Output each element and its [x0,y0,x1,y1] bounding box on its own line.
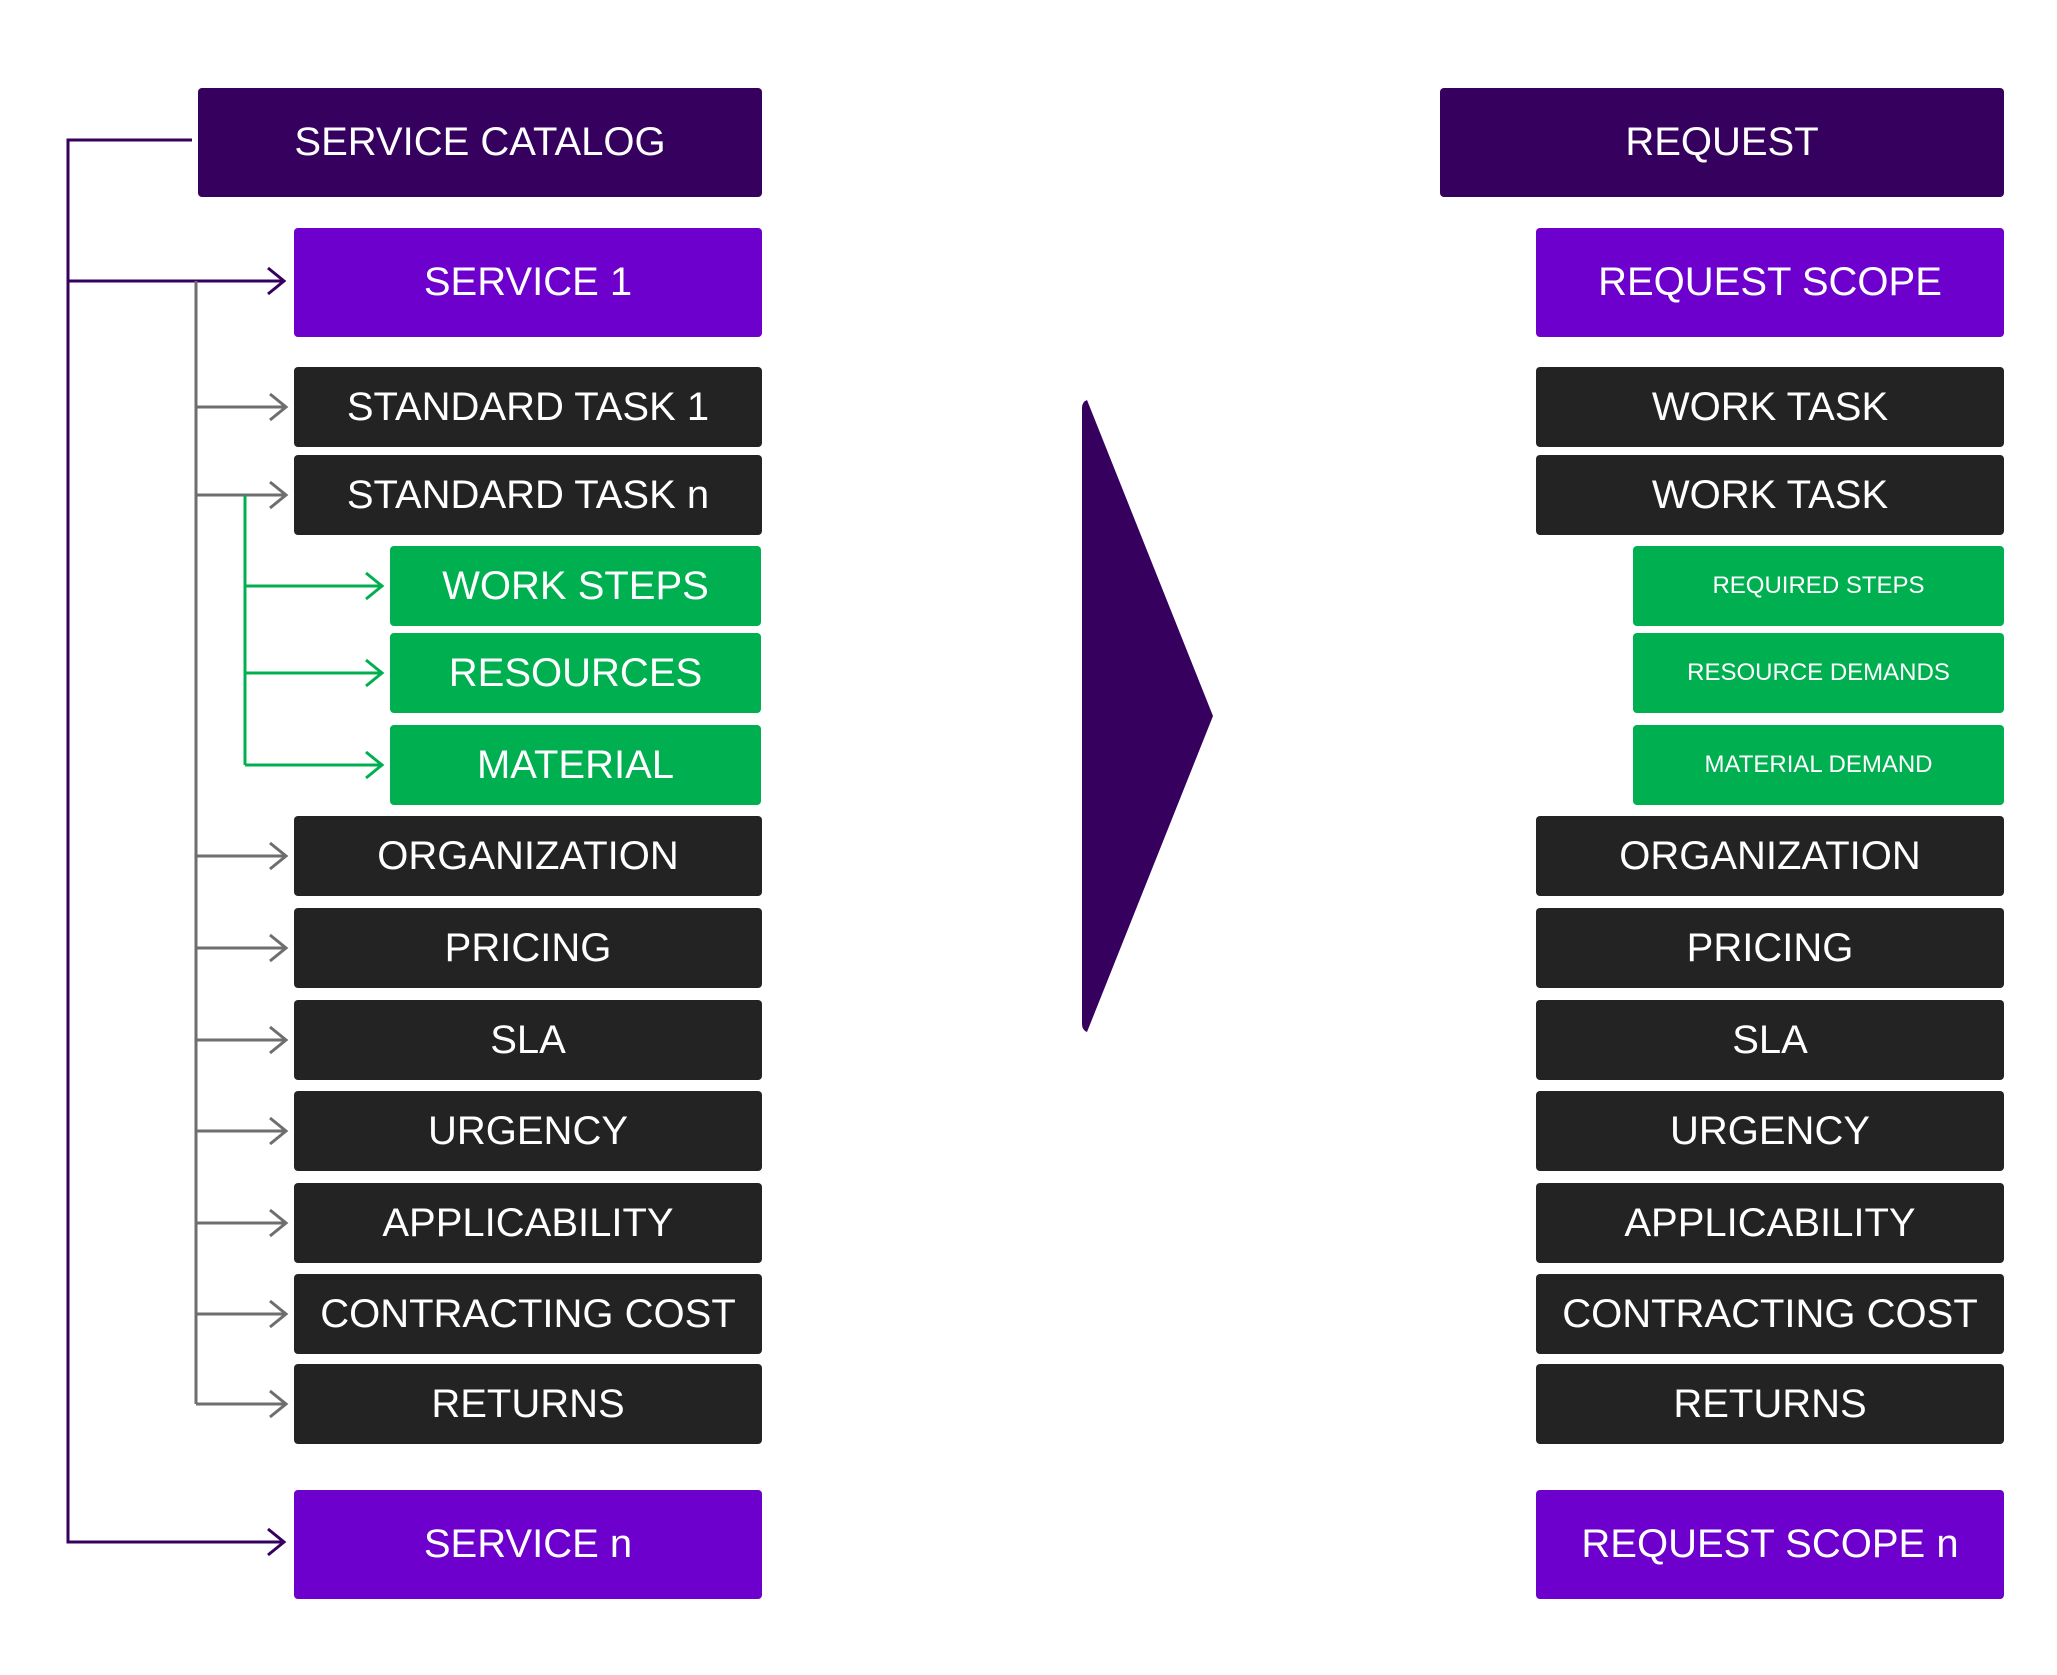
request-scope-box: REQUEST SCOPE [1536,228,2004,337]
request-scope-n-box: REQUEST SCOPE n [1536,1490,2004,1599]
standard-task-n-box: STANDARD TASK n [294,455,762,535]
required-steps-box: REQUIRED STEPS [1633,546,2004,626]
material-box: MATERIAL [390,725,761,805]
returns-box: RETURNS [1536,1364,2004,1444]
transform-arrow [1082,400,1213,1032]
applicability-box: APPLICABILITY [294,1183,762,1263]
resource-demands-box: RESOURCE DEMANDS [1633,633,2004,713]
work-task-box: WORK TASK [1536,455,2004,535]
request-header: REQUEST [1440,88,2004,197]
resources-box: RESOURCES [390,633,761,713]
applicability-box: APPLICABILITY [1536,1183,2004,1263]
service-1-box: SERVICE 1 [294,228,762,337]
sla-box: SLA [294,1000,762,1080]
contracting-cost-box: CONTRACTING COST [294,1274,762,1354]
returns-box: RETURNS [294,1364,762,1444]
organization-box: ORGANIZATION [1536,816,2004,896]
work-task-box: WORK TASK [1536,367,2004,447]
service-connector [194,281,289,1419]
sla-box: SLA [1536,1000,2004,1080]
work-steps-box: WORK STEPS [390,546,761,626]
pricing-box: PRICING [1536,908,2004,988]
task-connector [243,495,385,780]
service-n-box: SERVICE n [294,1490,762,1599]
organization-box: ORGANIZATION [294,816,762,896]
contracting-cost-box: CONTRACTING COST [1536,1274,2004,1354]
urgency-box: URGENCY [1536,1091,2004,1171]
urgency-box: URGENCY [294,1091,762,1171]
standard-task-1-box: STANDARD TASK 1 [294,367,762,447]
catalog-connector [66,138,287,1557]
service-catalog-header: SERVICE CATALOG [198,88,762,197]
pricing-box: PRICING [294,908,762,988]
material-demand-box: MATERIAL DEMAND [1633,725,2004,805]
